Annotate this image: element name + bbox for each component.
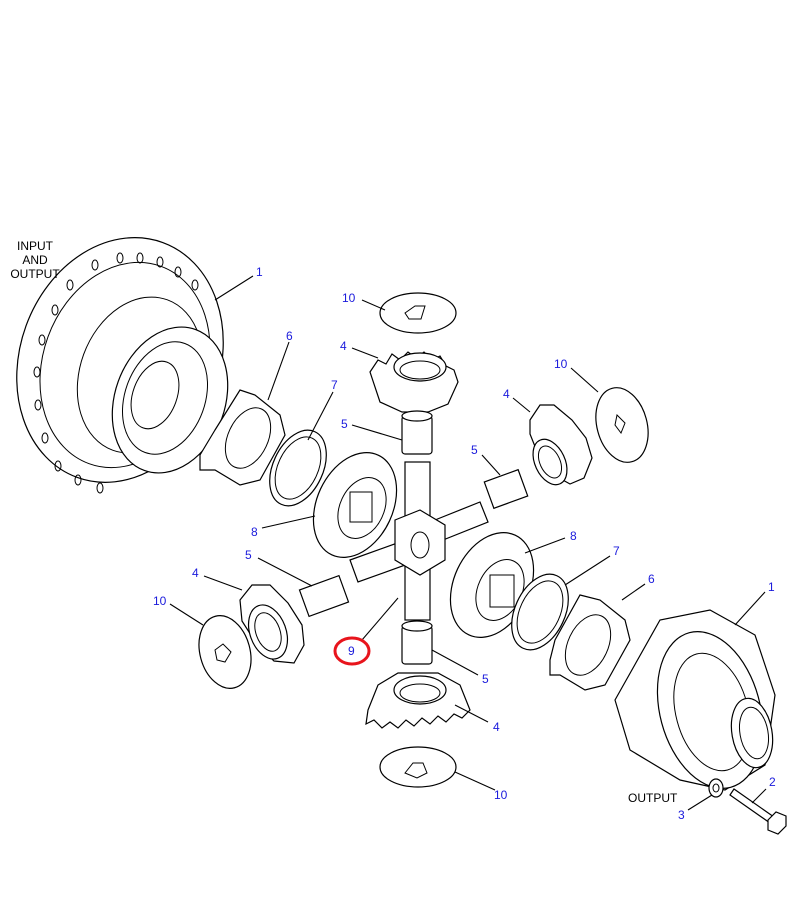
callout-labels: 1 10 4 6 7 10 4 5 5 8 8 5 7 6 4 10 9 5 1… (153, 265, 776, 822)
washer-right-part (511, 573, 569, 651)
caption-input: INPUT (17, 239, 54, 253)
callout-10[interactable]: 10 (554, 357, 568, 371)
callout-1[interactable]: 1 (256, 265, 263, 279)
housing-output-part (614, 609, 776, 791)
callout-5[interactable]: 5 (245, 548, 252, 562)
callout-3[interactable]: 3 (678, 808, 685, 822)
lock-plate-right-part (549, 594, 631, 691)
bushing-bottom-part (401, 620, 433, 665)
pinion-gear-bottom-part (365, 672, 471, 729)
caption-and: AND (22, 253, 48, 267)
thrust-washer-left-part (198, 615, 252, 689)
callout-5[interactable]: 5 (471, 443, 478, 457)
pinion-gear-right-part (529, 404, 593, 486)
callout-10[interactable]: 10 (342, 291, 356, 305)
callout-4[interactable]: 4 (493, 720, 500, 734)
callout-4[interactable]: 4 (340, 339, 347, 353)
callout-9[interactable]: 9 (348, 644, 355, 658)
bushing-top-part (401, 410, 433, 455)
thrust-washer-bottom-part (379, 746, 457, 788)
callout-5[interactable]: 5 (341, 417, 348, 431)
spider-part (349, 461, 489, 621)
bushing-right-part (483, 468, 529, 510)
leader-lines (169, 275, 767, 811)
callout-7[interactable]: 7 (331, 378, 338, 392)
callout-4[interactable]: 4 (192, 566, 199, 580)
callout-10[interactable]: 10 (494, 788, 508, 802)
thrust-washer-top-part (379, 292, 457, 334)
callout-6[interactable]: 6 (648, 572, 655, 586)
caption-output: OUTPUT (10, 267, 60, 281)
pinion-gear-top-part (369, 351, 459, 413)
callout-8[interactable]: 8 (570, 529, 577, 543)
callout-7[interactable]: 7 (613, 544, 620, 558)
callout-6[interactable]: 6 (286, 329, 293, 343)
housing-input-part (16, 237, 229, 494)
caption-output-right: OUTPUT (628, 791, 678, 805)
pinion-gear-left-part (239, 584, 305, 664)
thrust-washer-right-part (595, 387, 649, 463)
side-gear-left-part (312, 452, 398, 558)
callout-10[interactable]: 10 (153, 594, 167, 608)
callout-5[interactable]: 5 (482, 672, 489, 686)
highlight-circle (333, 636, 371, 666)
callout-1[interactable]: 1 (768, 580, 775, 594)
washer-bolt-part (708, 778, 724, 798)
callout-2[interactable]: 2 (769, 775, 776, 789)
lock-plate-left-part (199, 389, 286, 486)
bushing-left-part (298, 574, 350, 618)
callout-8[interactable]: 8 (251, 525, 258, 539)
washer-left-part (269, 429, 327, 507)
bolt-part (729, 788, 787, 835)
callout-4[interactable]: 4 (503, 387, 510, 401)
